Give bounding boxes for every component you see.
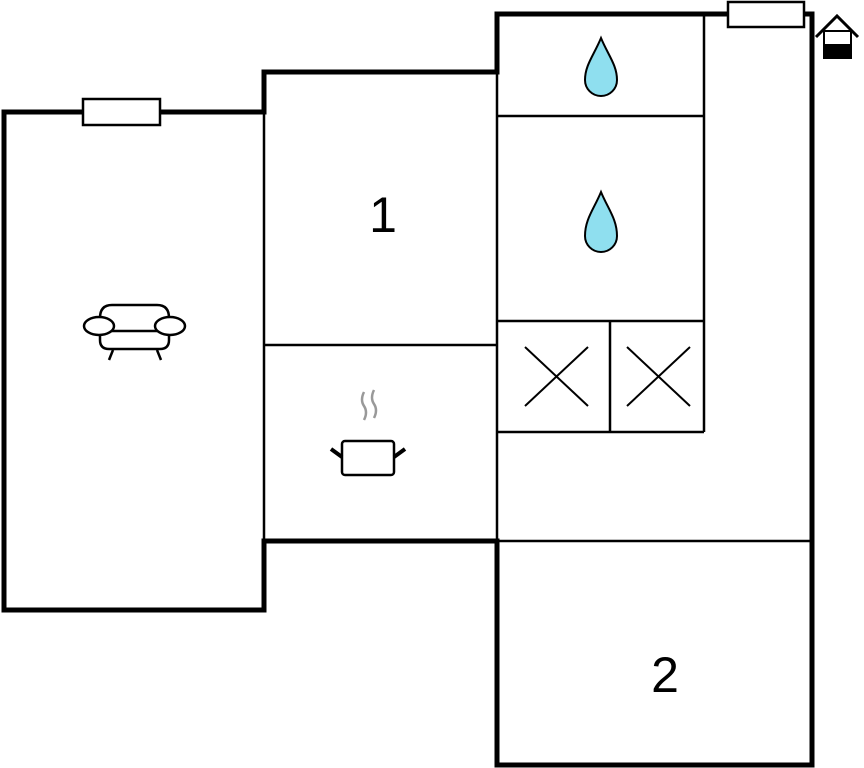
water-drop-icon bbox=[583, 35, 619, 97]
sofa-icon bbox=[82, 303, 187, 361]
cooking-pot-icon bbox=[329, 389, 407, 477]
window-icon bbox=[726, 0, 806, 29]
cross-icon bbox=[524, 346, 589, 407]
entrance-house-icon bbox=[814, 13, 860, 59]
water-drop-icon bbox=[583, 189, 619, 253]
room-label-1: 1 bbox=[369, 187, 397, 243]
room-label-2: 2 bbox=[651, 647, 679, 703]
exterior-walls bbox=[1, 11, 815, 768]
cross-icon bbox=[626, 346, 691, 407]
window-icon bbox=[81, 97, 162, 127]
interior-walls bbox=[262, 14, 812, 543]
